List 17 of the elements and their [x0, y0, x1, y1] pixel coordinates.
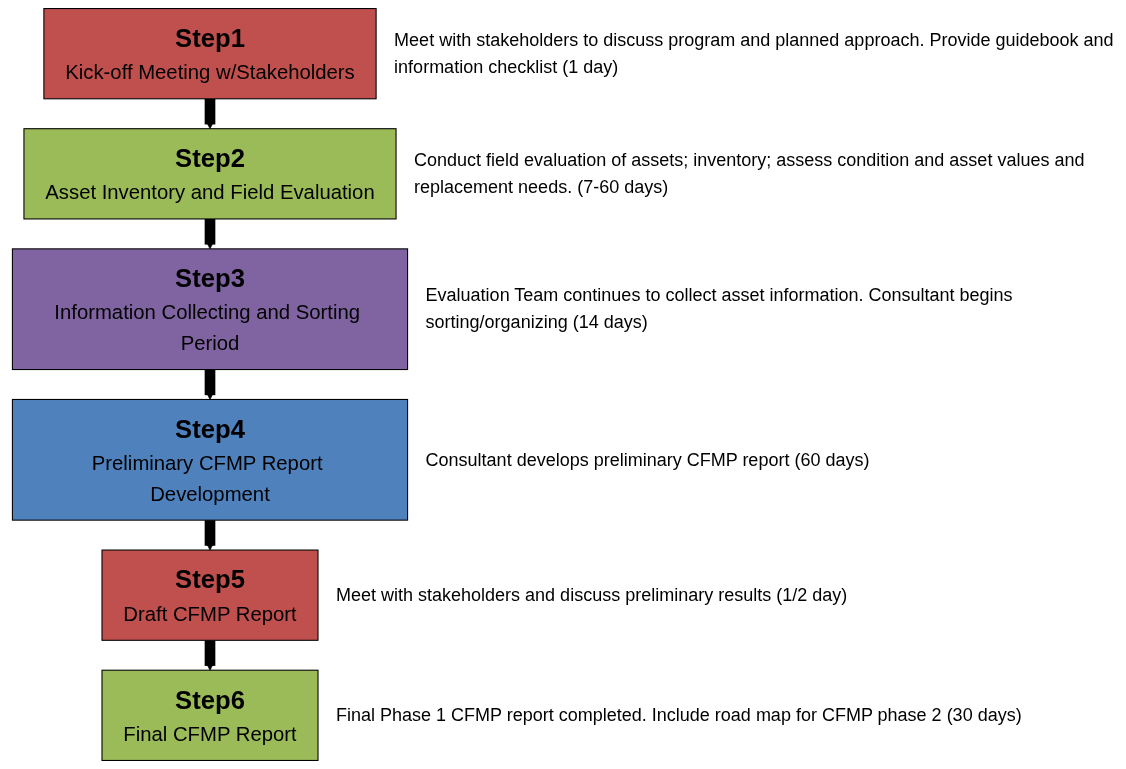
node-box: Step3 Information Collecting and Sorting Period	[11, 248, 409, 371]
arrow	[204, 369, 216, 400]
arrow	[204, 640, 216, 671]
node-box: Step6 Final CFMP Report	[101, 669, 319, 761]
node-box: Step4 Preliminary CFMP Report Development	[11, 398, 409, 521]
step-description: Meet with stakeholders to discuss program and planned approach. Provide guidebook and information checklist (1 day)	[394, 28, 1115, 79]
step-description: Consultant develops preliminary CFMP report (60 days)	[425, 448, 871, 472]
arrow	[204, 520, 216, 551]
node-box: Step2 Asset Inventory and Field Evaluation	[23, 128, 397, 220]
arrow	[204, 98, 216, 130]
arrow	[204, 218, 216, 250]
node-box: Step5 Draft CFMP Report	[101, 549, 319, 641]
step-description: Meet with stakeholders and discuss preliminary results (1/2 day)	[336, 583, 849, 607]
step-description: Final Phase 1 CFMP report completed. Include road map for CFMP phase 2 (30 days)	[336, 703, 1023, 727]
step-description: Evaluation Team continues to collect asset information. Consultant begins sorting/organizing (14 days)	[425, 284, 1014, 335]
step-description: Conduct field evaluation of assets; inventory; assess condition and asset values and replacement needs. (7-60 days)	[414, 148, 1086, 199]
node-box: Step1 Kick-off Meeting w/Stakeholders	[43, 8, 377, 100]
